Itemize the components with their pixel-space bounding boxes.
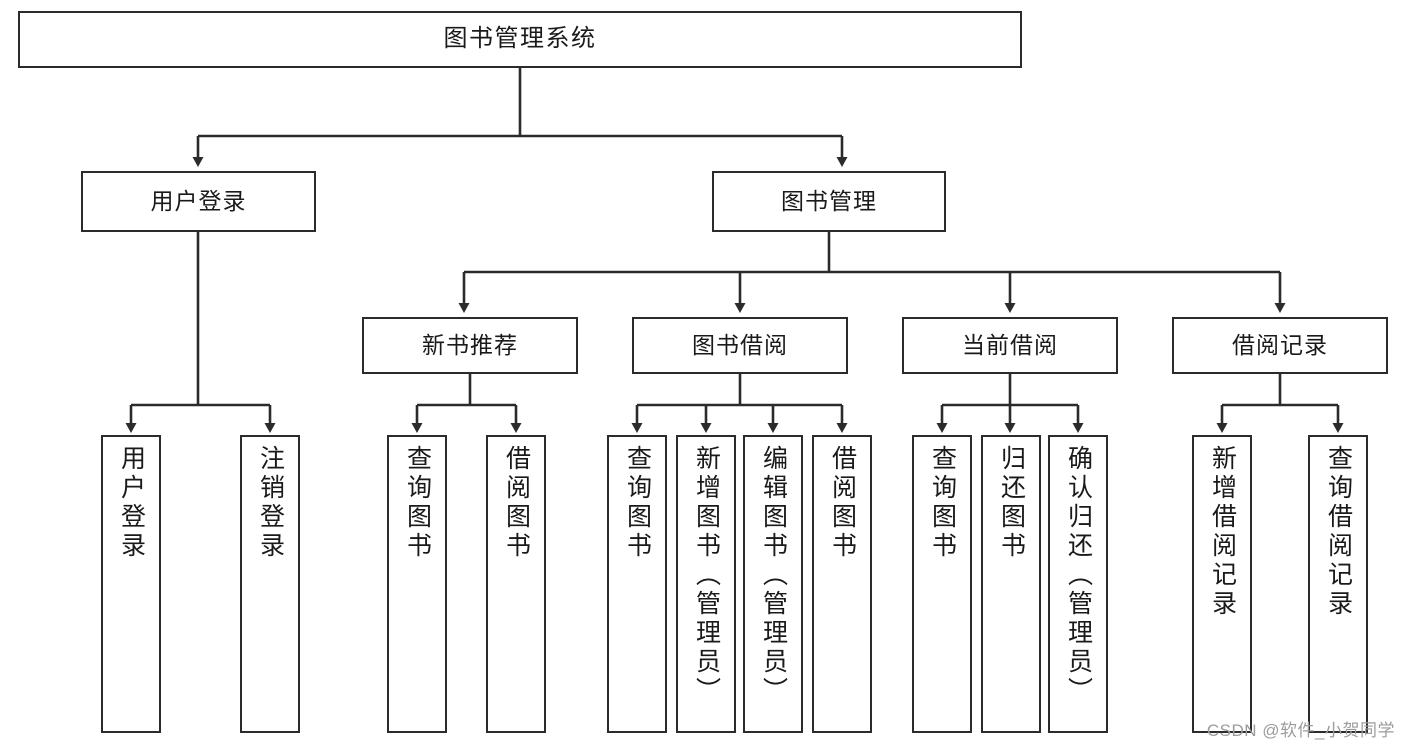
node-leaf-query-book-recommend[interactable]: 查询图书 xyxy=(387,435,447,733)
node-leaf-logout[interactable]: 注销登录 xyxy=(240,435,300,733)
node-borrow-record[interactable]: 借阅记录 xyxy=(1172,317,1388,374)
edge-borrowrecord-to-leaves xyxy=(1216,374,1344,433)
node-book-manage[interactable]: 图书管理 xyxy=(712,171,946,232)
node-leaf-edit-book-label: 编辑图书（管理员） xyxy=(759,445,788,706)
edge-bookborrow-to-leaves xyxy=(631,374,848,433)
node-leaf-confirm-return-label: 确认归还（管理员） xyxy=(1064,445,1093,706)
node-leaf-user-login[interactable]: 用户登录 xyxy=(101,435,161,733)
node-user-login-label: 用户登录 xyxy=(150,187,247,214)
node-leaf-query-book-current[interactable]: 查询图书 xyxy=(912,435,972,733)
node-book-manage-label: 图书管理 xyxy=(781,187,877,214)
node-leaf-borrow-book-recommend-label: 借阅图书 xyxy=(502,445,531,561)
node-leaf-borrow-book-label: 借阅图书 xyxy=(828,445,857,561)
edge-root-to-level2 xyxy=(192,68,848,167)
node-current-borrow[interactable]: 当前借阅 xyxy=(902,317,1118,374)
edge-userlogin-to-leaves xyxy=(125,232,276,433)
edge-bookmanage-to-level3 xyxy=(458,232,1286,313)
node-borrow-record-label: 借阅记录 xyxy=(1232,331,1328,358)
node-book-borrow-label: 图书借阅 xyxy=(692,331,788,358)
csdn-watermark: CSDN @软件_小贺同学 xyxy=(1206,721,1395,740)
node-leaf-query-book-current-label: 查询图书 xyxy=(928,445,957,561)
node-leaf-query-book-recommend-label: 查询图书 xyxy=(403,445,432,561)
node-leaf-return-book-label: 归还图书 xyxy=(997,445,1026,561)
node-leaf-borrow-book-recommend[interactable]: 借阅图书 xyxy=(486,435,546,733)
node-leaf-add-book-label: 新增图书（管理员） xyxy=(692,445,721,706)
node-leaf-query-borrow-record[interactable]: 查询借阅记录 xyxy=(1308,435,1368,733)
node-leaf-add-borrow-record-label: 新增借阅记录 xyxy=(1208,445,1237,619)
node-leaf-edit-book[interactable]: 编辑图书（管理员） xyxy=(743,435,803,733)
node-leaf-return-book[interactable]: 归还图书 xyxy=(981,435,1041,733)
node-leaf-add-book[interactable]: 新增图书（管理员） xyxy=(676,435,736,733)
node-user-login[interactable]: 用户登录 xyxy=(81,171,316,232)
node-book-borrow[interactable]: 图书借阅 xyxy=(632,317,848,374)
node-new-book-recommend[interactable]: 新书推荐 xyxy=(362,317,578,374)
node-leaf-confirm-return[interactable]: 确认归还（管理员） xyxy=(1048,435,1108,733)
edge-currentborrow-to-leaves xyxy=(936,374,1084,433)
node-leaf-query-book-borrow-label: 查询图书 xyxy=(623,445,652,561)
node-leaf-logout-label: 注销登录 xyxy=(256,445,285,561)
edge-newbook-to-leaves xyxy=(411,374,522,433)
node-leaf-query-book-borrow[interactable]: 查询图书 xyxy=(607,435,667,733)
node-root[interactable]: 图书管理系统 xyxy=(18,11,1022,68)
node-leaf-query-borrow-record-label: 查询借阅记录 xyxy=(1324,445,1353,619)
node-root-label: 图书管理系统 xyxy=(443,25,597,53)
node-new-book-recommend-label: 新书推荐 xyxy=(422,331,518,358)
node-current-borrow-label: 当前借阅 xyxy=(962,331,1058,358)
node-leaf-add-borrow-record[interactable]: 新增借阅记录 xyxy=(1192,435,1252,733)
node-leaf-borrow-book[interactable]: 借阅图书 xyxy=(812,435,872,733)
node-leaf-user-login-label: 用户登录 xyxy=(117,445,146,561)
